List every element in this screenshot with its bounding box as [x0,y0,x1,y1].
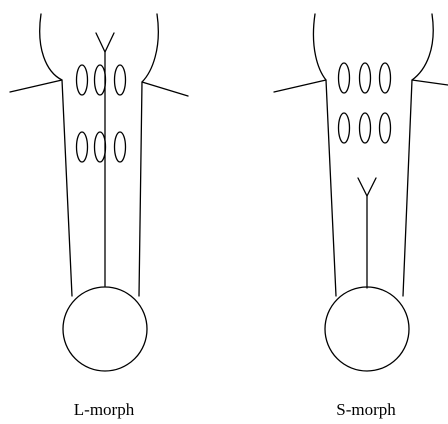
l-morph-anther [77,65,88,95]
l-morph-right-petal-lobe [142,82,188,96]
s-morph-anther [339,113,350,143]
s-morph-anther [380,113,391,143]
s-morph-left-petal-lobe [274,80,326,92]
l-morph-anther [95,65,106,95]
l-morph-flower: L-morph [10,14,188,419]
s-morph-anther [339,63,350,93]
s-morph-corolla-right-wall [403,14,433,296]
l-morph-anther [95,132,106,162]
s-morph-stigma [358,178,376,196]
s-morph-anther [380,63,391,93]
l-morph-anther [77,132,88,162]
l-morph-corolla-left-wall [40,14,72,296]
s-morph-corolla-left-wall [313,14,336,296]
s-morph-label: S-morph [336,400,396,419]
l-morph-anther [115,65,126,95]
s-morph-anther [360,113,371,143]
l-morph-left-petal-lobe [10,80,62,92]
s-morph-flower: S-morph [274,14,448,419]
l-morph-label: L-morph [74,400,135,419]
l-morph-stigma [96,33,114,52]
l-morph-ovary [63,287,147,371]
l-morph-anther [115,132,126,162]
s-morph-ovary [325,287,409,371]
s-morph-right-petal-lobe [412,80,448,85]
l-morph-corolla-right-wall [139,14,158,296]
s-morph-anther [360,63,371,93]
